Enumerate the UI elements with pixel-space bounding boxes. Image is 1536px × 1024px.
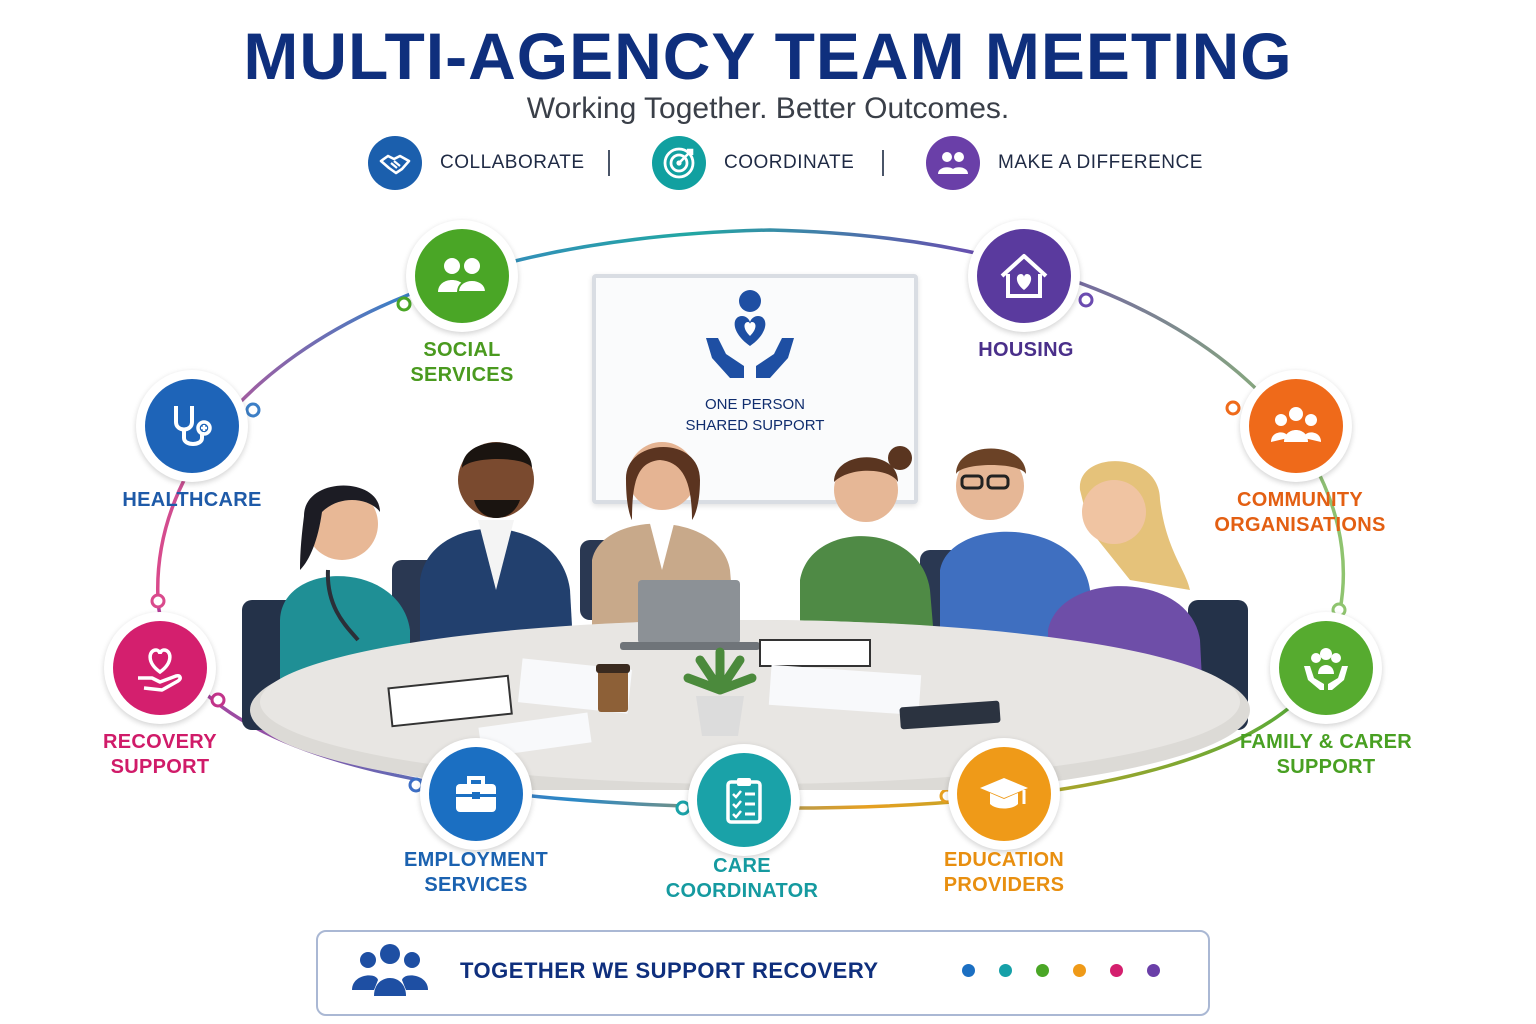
- group-icon: [1249, 379, 1343, 473]
- value-label: COLLABORATE: [440, 152, 585, 173]
- label-line: SERVICES: [410, 364, 514, 386]
- label-line: SUPPORT: [110, 756, 210, 778]
- board-line-1: ONE PERSON: [704, 396, 806, 413]
- dot: [1036, 964, 1049, 977]
- node-housing: [968, 220, 1080, 332]
- label-line: PROVIDERS: [943, 874, 1065, 896]
- caring-hands-person-icon: [700, 288, 800, 393]
- person-woman-green: [800, 446, 935, 650]
- footer-banner: [316, 930, 1210, 1016]
- label-line: FAMILY & CARER: [1239, 731, 1412, 753]
- node-family-carer-support: [1270, 612, 1382, 724]
- dot: [1147, 964, 1160, 977]
- label-family-carer-support: FAMILY & CARER SUPPORT: [1226, 730, 1426, 780]
- label-line: RECOVERY: [103, 731, 217, 753]
- plant: [683, 647, 757, 695]
- dot: [999, 964, 1012, 977]
- heart-hand-icon: [113, 621, 207, 715]
- graduation-cap-icon: [957, 747, 1051, 841]
- dot: [1073, 964, 1086, 977]
- label-healthcare: HEALTHCARE: [92, 488, 292, 513]
- team-icon: [350, 938, 430, 1005]
- node-community-organisations: [1240, 370, 1352, 482]
- briefcase-icon: [429, 747, 523, 841]
- clipboard-icon: [697, 753, 791, 847]
- label-recovery-support: RECOVERY SUPPORT: [60, 730, 260, 780]
- dot: [1110, 964, 1123, 977]
- dot: [962, 964, 975, 977]
- label-care-coordinator: CARE COORDINATOR: [642, 854, 842, 904]
- label-line: SUPPORT: [1276, 756, 1376, 778]
- label-line: EDUCATION: [943, 849, 1065, 871]
- notebook: [759, 639, 871, 667]
- notebook: [387, 674, 513, 728]
- node-care-coordinator: [688, 744, 800, 856]
- stethoscope-icon: [145, 379, 239, 473]
- divider: [882, 150, 884, 176]
- page-title: MULTI-AGENCY TEAM MEETING: [243, 19, 1293, 93]
- laptop: [638, 580, 740, 644]
- node-healthcare: [136, 370, 248, 482]
- label-line: HOUSING: [978, 339, 1074, 361]
- color-dots: [962, 964, 1160, 977]
- board-caption: ONE PERSON SHARED SUPPORT: [592, 394, 918, 436]
- node-education-providers: [948, 738, 1060, 850]
- label-line: ORGANISATIONS: [1214, 514, 1386, 536]
- label-social-services: SOCIAL SERVICES: [362, 338, 562, 388]
- board-line-2: SHARED SUPPORT: [685, 417, 825, 434]
- tablet: [899, 700, 1001, 730]
- label-line: CARE: [713, 855, 771, 877]
- label-line: COMMUNITY: [1236, 489, 1364, 511]
- family-hands-icon: [1279, 621, 1373, 715]
- label-housing: HOUSING: [926, 338, 1126, 363]
- coffee-cup: [598, 670, 628, 712]
- value-make-a-difference: MAKE A DIFFERENCE: [926, 136, 1203, 190]
- label-line: HEALTHCARE: [122, 489, 262, 511]
- handshake-icon: [368, 136, 422, 190]
- people-icon: [926, 136, 980, 190]
- label-line: EMPLOYMENT: [403, 849, 549, 871]
- meeting-illustration: [242, 442, 1250, 790]
- value-label: MAKE A DIFFERENCE: [998, 152, 1203, 173]
- value-label: COORDINATE: [724, 152, 855, 173]
- label-community-organisations: COMMUNITY ORGANISATIONS: [1200, 488, 1400, 538]
- page-subtitle: Working Together. Better Outcomes.: [526, 92, 1010, 125]
- node-recovery-support: [104, 612, 216, 724]
- footer-text: TOGETHER WE SUPPORT RECOVERY: [460, 958, 879, 983]
- divider: [608, 150, 610, 176]
- label-line: COORDINATOR: [665, 880, 819, 902]
- value-collaborate: COLLABORATE: [368, 136, 585, 190]
- node-employment-services: [420, 738, 532, 850]
- label-education-providers: EDUCATION PROVIDERS: [904, 848, 1104, 898]
- node-social-services: [406, 220, 518, 332]
- value-coordinate: COORDINATE: [652, 136, 854, 190]
- target-icon: [652, 136, 706, 190]
- label-employment-services: EMPLOYMENT SERVICES: [376, 848, 576, 898]
- people-icon: [415, 229, 509, 323]
- label-line: SERVICES: [424, 874, 528, 896]
- label-line: SOCIAL: [423, 339, 501, 361]
- house-heart-icon: [977, 229, 1071, 323]
